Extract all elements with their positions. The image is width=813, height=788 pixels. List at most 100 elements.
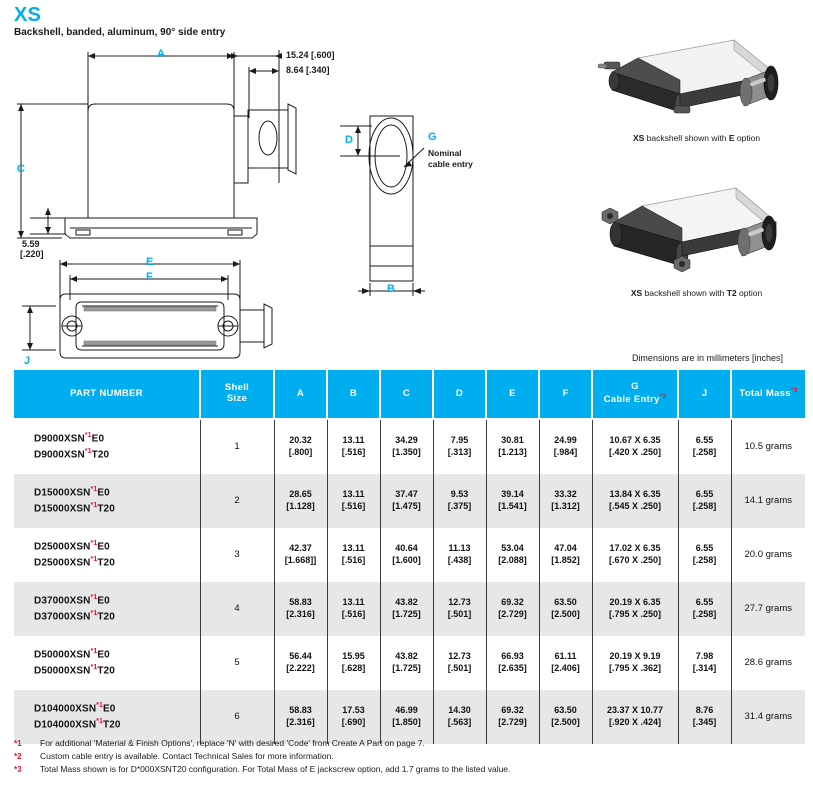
cell-dim-g: 20.19 X 6.35[.795 X .250]	[592, 582, 679, 636]
dim-j-mm: 6.55	[695, 597, 714, 608]
part-b-post: T20	[97, 503, 115, 515]
dim-c-in: [1.350]	[392, 447, 421, 457]
cell-dim-c: 46.99[1.850]	[380, 690, 434, 744]
dim-a-in: [1.668]]	[284, 555, 317, 565]
dim-f-mm: 33.32	[554, 489, 577, 500]
dim-e-mm: 39.14	[501, 489, 524, 500]
table-row: D37000XSN*1E0 D37000XSN*1T20 4 58.83[2.3…	[14, 582, 805, 636]
part-a-pre: D15000XSN	[34, 487, 91, 499]
dim-d-mm: 12.73	[448, 597, 471, 608]
dim-g-in: [.795 X .250]	[608, 609, 662, 619]
dim-g-mm: 13.84 X 6.35	[609, 489, 661, 500]
part-a-footnote: *1	[90, 648, 98, 656]
cell-dim-e: 39.14[1.541]	[486, 474, 540, 528]
dim-d-in: [.501]	[447, 663, 472, 673]
dim-a-mm: 20.32	[289, 435, 312, 446]
col-label-b: B	[349, 387, 358, 399]
cell-dim-d: 14.30[.563]	[433, 690, 487, 744]
dim-e-in: [1.541]	[498, 501, 527, 511]
footnote-marker-2: *2	[659, 392, 667, 400]
dim-a-in: [2.316]	[286, 609, 315, 619]
cell-dim-b: 13.11[.516]	[327, 528, 381, 582]
dim-a-mm: 42.37	[289, 543, 312, 554]
dim-a-in: [2.316]	[286, 717, 315, 727]
photo-caption-t2-prefix: XS	[630, 288, 643, 298]
cell-dim-e: 30.81[1.213]	[486, 419, 540, 474]
dim-g-mm: 10.67 X 6.35	[609, 435, 661, 446]
photo-caption-e-option: XS backshell shown with E option	[580, 133, 813, 143]
part-a-pre: D9000XSN	[34, 433, 85, 445]
product-photo-e-option	[596, 28, 796, 138]
dim-e-in: [1.213]	[498, 447, 527, 457]
engineering-drawings: A C E F J D B G 15.24 [.600] 8.64 [.340]…	[0, 38, 570, 368]
table-row: D25000XSN*1E0 D25000XSN*1T20 3 42.37[1.6…	[14, 528, 805, 582]
cell-shell-size: 4	[200, 582, 275, 636]
dim-letter-j: J	[24, 355, 31, 367]
cell-dim-j: 6.55[.258]	[678, 528, 732, 582]
part-b-footnote: *1	[90, 610, 98, 617]
footnote-marker-3: *3	[790, 387, 798, 395]
dim-c-mm: 43.82	[395, 651, 418, 662]
dim-e-mm: 66.93	[501, 651, 524, 662]
col-label-a: A	[296, 387, 305, 399]
cell-shell-size: 3	[200, 528, 275, 582]
dim-f-in: [1.312]	[551, 501, 580, 511]
dim-j-in: [.345]	[692, 717, 717, 727]
dim-a-mm: 56.44	[289, 651, 312, 662]
col-header-j: J	[678, 370, 732, 420]
col-header-total-mass: Total Mass*3	[731, 370, 805, 420]
dim-e-mm: 69.32	[501, 705, 524, 716]
photo-caption-t2-option-code: T2	[726, 288, 737, 298]
part-b-pre: D25000XSN	[34, 557, 91, 569]
dim-c-mm: 37.47	[395, 489, 418, 500]
cell-dim-a: 42.37[1.668]]	[274, 528, 328, 582]
cell-part-number: D9000XSN*1E0 D9000XSN*1T20	[14, 419, 201, 474]
photo-caption-e-mid: backshell shown with	[644, 133, 729, 143]
dim-f-mm: 63.50	[554, 597, 577, 608]
part-a-post: E0	[97, 595, 110, 607]
dim-j-in: [.258]	[692, 609, 717, 619]
dim-j-in: [.314]	[692, 663, 717, 673]
dim-b-in: [.516]	[341, 609, 366, 619]
photo-caption-t2-mid: backshell shown with	[642, 288, 727, 298]
page-title: XS	[14, 4, 42, 26]
dim-j-mm: 8.76	[695, 705, 714, 716]
col-label-g: G	[631, 381, 639, 392]
cell-dim-d: 9.53[.375]	[433, 474, 487, 528]
dim-g-mm: 20.19 X 9.19	[609, 651, 661, 662]
dim-letter-a: A	[157, 48, 165, 60]
dim-c-in: [1.475]	[392, 501, 421, 511]
cell-total-mass: 20.0 grams	[744, 548, 793, 560]
footnote-text-2: Custom cable entry is available. Contact…	[40, 751, 334, 762]
col-label-total-mass: Total Mass	[739, 388, 791, 400]
page-subtitle: Backshell, banded, aluminum, 90° side en…	[14, 27, 226, 38]
cell-dim-f: 47.04[1.852]	[539, 528, 593, 582]
dim-d-mm: 12.73	[448, 651, 471, 662]
cell-dim-e: 69.32[2.729]	[486, 690, 540, 744]
dim-d-mm: 11.13	[448, 543, 471, 554]
part-a-pre: D50000XSN	[34, 649, 91, 661]
dim-c-mm: 46.99	[395, 705, 418, 716]
photo-caption-t2-suffix: option	[736, 288, 763, 298]
dim-d-mm: 14.30	[448, 705, 471, 716]
part-b-pre: D50000XSN	[34, 665, 91, 677]
cell-dim-j: 6.55[.258]	[678, 419, 732, 474]
cell-dim-a: 56.44[2.222]	[274, 636, 328, 690]
col-label-c: C	[402, 387, 411, 399]
col-label-d: D	[455, 387, 464, 399]
cell-dim-c: 43.82[1.725]	[380, 582, 434, 636]
part-a-post: E0	[91, 433, 105, 445]
dim-g-in: [.670 X .250]	[608, 555, 662, 565]
part-a-pre: D25000XSN	[34, 541, 91, 553]
cell-part-number: D25000XSN*1E0 D25000XSN*1T20	[14, 528, 201, 582]
col-label-cable-entry: Cable Entry	[603, 394, 660, 406]
cell-total-mass: 31.4 grams	[731, 690, 805, 744]
part-a-post: E0	[97, 541, 110, 553]
cell-dim-g: 17.02 X 6.35[.670 X .250]	[592, 528, 679, 582]
photo-t2-svg	[601, 187, 777, 273]
dim-d-in: [.563]	[447, 717, 472, 727]
footnote-text-3: Total Mass shown is for D*000XSNT20 conf…	[40, 764, 511, 775]
cell-part-number: D15000XSN*1E0 D15000XSN*1T20	[14, 474, 201, 528]
units-note: Dimensions are in millimeters [inches]	[631, 353, 783, 363]
table-row: D104000XSN*1E0 D104000XSN*1T20 6 58.83[2…	[14, 690, 805, 744]
